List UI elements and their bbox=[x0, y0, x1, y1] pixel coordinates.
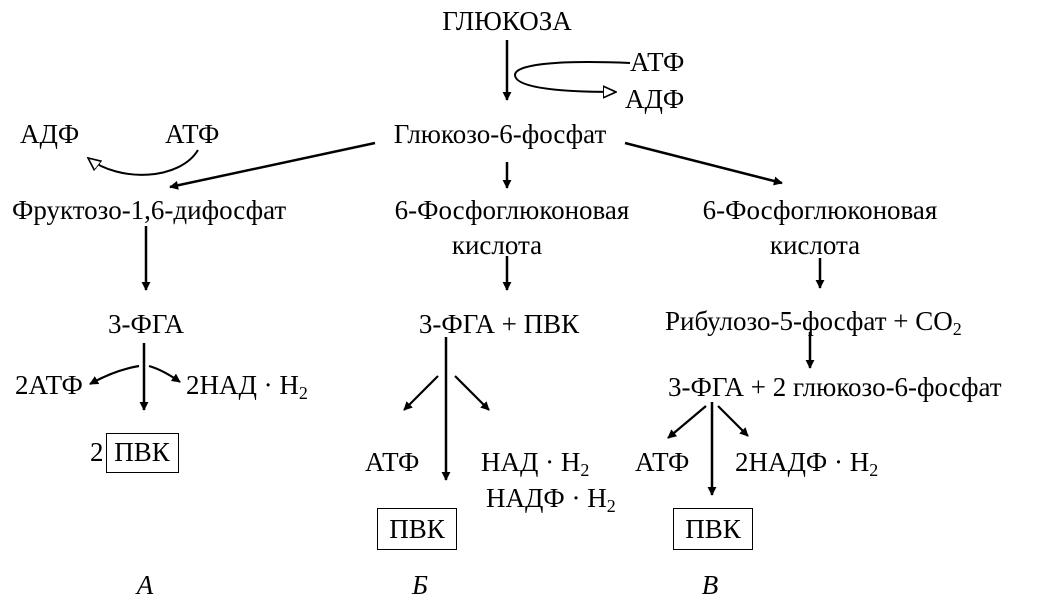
atp-v-label: АТФ bbox=[635, 447, 690, 477]
acid-b-line1: 6-Фосфоглюконовая bbox=[394, 195, 630, 225]
pvk-v-box bbox=[673, 508, 753, 550]
acid-v-line1: 6-Фосфоглюконовая bbox=[702, 195, 938, 225]
pvk-coef-a-label: 2 bbox=[90, 437, 104, 467]
atp-b-label: АТФ bbox=[365, 447, 420, 477]
atp-a-label: АТФ bbox=[165, 119, 220, 149]
arrow-b-to-nadh bbox=[454, 375, 490, 411]
arrow-atp-adp-curve-a bbox=[88, 149, 199, 176]
arrow-fga-to-atp-a bbox=[89, 364, 140, 385]
pvk-a-box bbox=[106, 433, 179, 473]
nadh-b-label: НАД · Н2 bbox=[481, 447, 590, 480]
arrow-b-to-atp bbox=[403, 375, 439, 411]
arrow-fga-to-nadh-a bbox=[148, 364, 181, 383]
adp-a-label: АДФ bbox=[20, 119, 80, 149]
arrow-atp-adp-loop bbox=[513, 61, 631, 92]
arrow-v-to-atp bbox=[667, 405, 707, 439]
pvk-b-label: ПВК bbox=[389, 514, 445, 544]
acid-b-line2: кислота bbox=[451, 230, 543, 260]
atp-out-a-label: 2АТФ bbox=[15, 370, 83, 400]
acid-v-line2: кислота bbox=[769, 230, 861, 260]
pvk-b-box bbox=[377, 508, 457, 550]
fga-a-label: 3-ФГА bbox=[108, 309, 184, 339]
fga-pvk-b-label: 3-ФГА + ПВК bbox=[418, 309, 580, 339]
arrow-g6p-to-fructose bbox=[169, 141, 376, 190]
arrow-g6p-to-acid-v bbox=[624, 141, 783, 186]
arrow-v-to-nadph bbox=[717, 405, 749, 437]
pvk-v-label: ПВК bbox=[685, 514, 741, 544]
adp-top-label: АДФ bbox=[625, 84, 685, 114]
pathway-v-label: В bbox=[701, 570, 719, 600]
nadh-a-label: 2НАД · Н2 bbox=[186, 370, 308, 403]
pathway-b-label: Б bbox=[412, 570, 428, 600]
pathway-a-label: А bbox=[136, 570, 154, 600]
ribulose-label: Рибулозо-5-фосфат + СО2 bbox=[665, 306, 962, 339]
atp-top-label: АТФ bbox=[630, 47, 685, 77]
nadph-b-label: НАДФ · Н2 bbox=[486, 483, 616, 516]
pvk-a-label: ПВК bbox=[114, 437, 170, 467]
g6p-label: Глюкозо-6-фосфат bbox=[393, 119, 607, 149]
nadph-v-label: 2НАДФ · Н2 bbox=[735, 447, 879, 480]
fructose-bisphosphate-label: Фруктозо-1,6-дифосфат bbox=[12, 195, 287, 225]
glucose-label: ГЛЮКОЗА bbox=[442, 6, 572, 36]
fga-g6p-v-label: 3-ФГА + 2 глюкозо-6-фосфат bbox=[668, 372, 1002, 402]
